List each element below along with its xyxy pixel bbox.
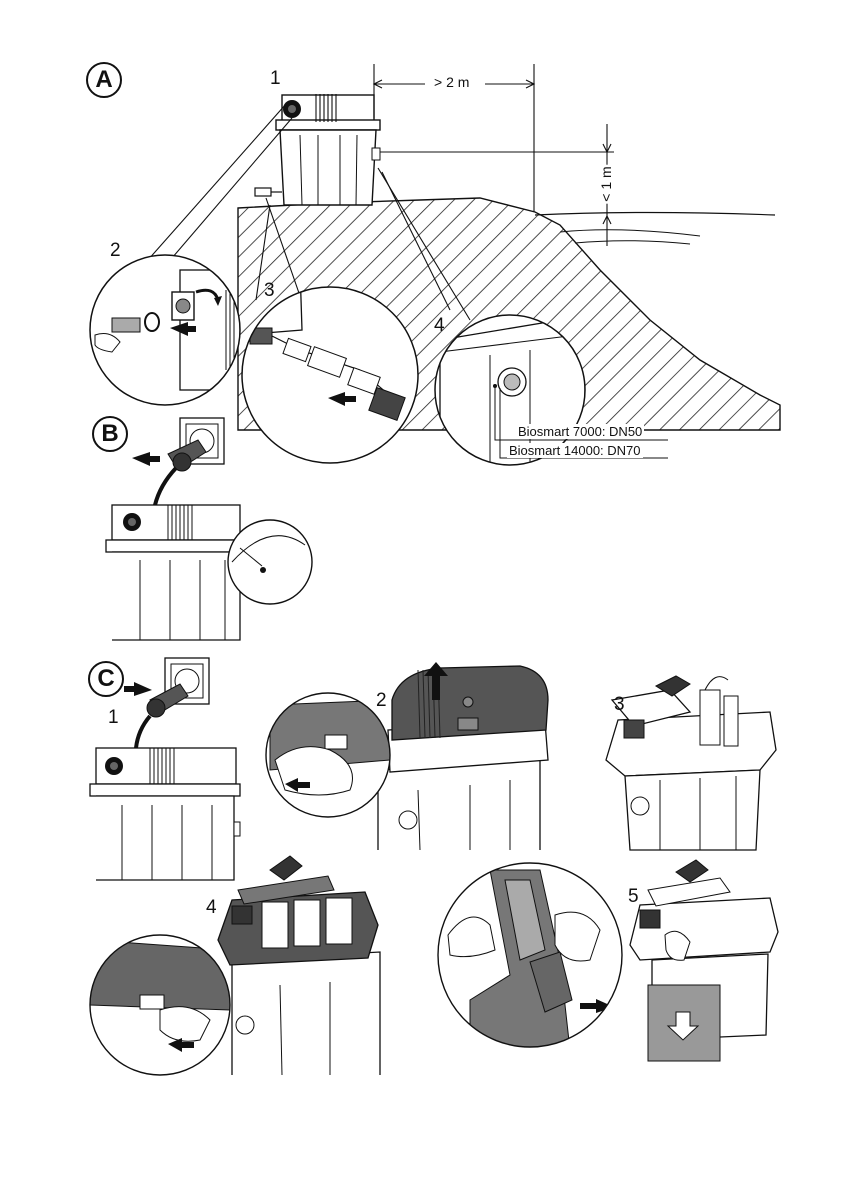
step-a1: 1 xyxy=(270,68,281,90)
section-c-illustration xyxy=(90,658,778,1075)
step-c4: 4 xyxy=(206,897,217,919)
model-label-7000: Biosmart 7000: DN50 xyxy=(516,424,644,439)
filter-remove-c5 xyxy=(630,860,778,1061)
section-badge-a: A xyxy=(86,62,122,98)
distance-label: > 2 m xyxy=(432,74,471,90)
section-b-illustration xyxy=(106,418,312,640)
section-badge-b: B xyxy=(92,416,128,452)
lid-removal-c2 xyxy=(378,662,548,850)
section-badge-c: C xyxy=(88,661,124,697)
step-a4: 4 xyxy=(434,315,445,337)
step-c1: 1 xyxy=(108,707,119,729)
step-a2: 2 xyxy=(110,240,121,262)
step-a3: 3 xyxy=(264,280,275,302)
filter-open-c3 xyxy=(606,676,776,850)
height-label: < 1 m xyxy=(598,164,614,203)
section-a-illustration xyxy=(90,64,780,470)
step-c3: 3 xyxy=(614,694,625,716)
detail-a2 xyxy=(90,255,240,405)
filter-box-a1 xyxy=(276,94,380,205)
filter-insert-c4 xyxy=(218,856,380,1075)
step-c2: 2 xyxy=(376,690,387,712)
model-label-14000: Biosmart 14000: DN70 xyxy=(507,443,643,458)
step-c5: 5 xyxy=(628,886,639,908)
